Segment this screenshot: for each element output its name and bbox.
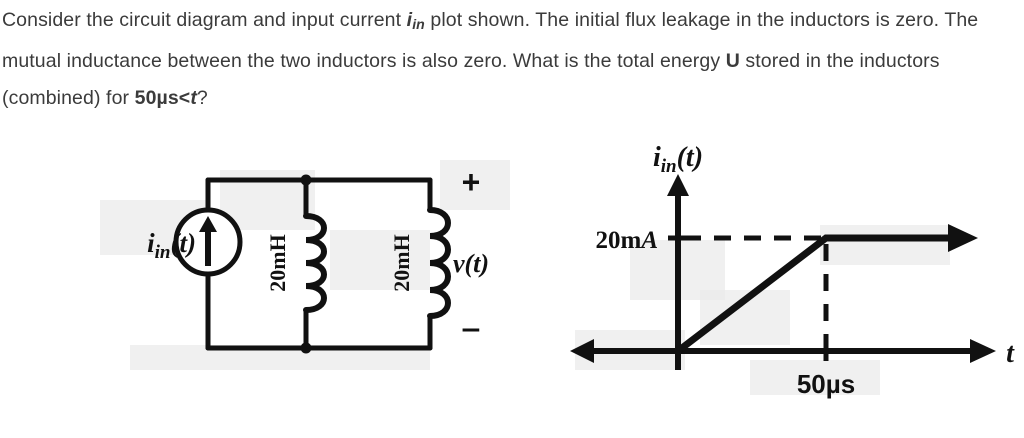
plot-y-tick-label: 20mA [595, 227, 658, 254]
plot-x-axis-label: t [1006, 338, 1015, 369]
plot-y-axis-title-tail: (t) [677, 142, 703, 173]
current-source-label-tail: (t) [171, 228, 196, 258]
plot-axes [570, 174, 996, 370]
inline-variable-iin: iin [406, 9, 425, 33]
input-current-plot-svg: iin(t) 20mA 50µs t [570, 142, 1015, 399]
circuit-diagram: iin(t) 20mH 20mH + v(t) ‒ [78, 148, 518, 378]
circuit-diagram-svg: iin(t) 20mH 20mH + v(t) ‒ [147, 164, 489, 354]
question-line-3: zero. What is the total energy U stored … [2, 50, 940, 109]
current-waveform-trace [675, 234, 952, 354]
question-line-3-part-a: zero. What is the total energy [463, 50, 726, 73]
plot-y-axis-title: iin(t) [653, 142, 703, 177]
condition-time-value: 50µs< [134, 87, 191, 110]
inductor-1-value-label: 20mH [265, 234, 290, 291]
inductor-2-coil [427, 207, 451, 319]
question-line-1-part-b: plot shown. The initial flux leakage [424, 9, 731, 31]
current-source-arrow-head [199, 216, 217, 232]
junction-dot-bottom [300, 342, 312, 354]
voltage-label: v(t) [453, 249, 489, 278]
voltage-polarity-plus: + [462, 164, 481, 200]
plot-y-axis-title-subscript: in [661, 156, 677, 177]
inductor-1-coil [303, 213, 327, 313]
current-source-label: iin(t) [147, 228, 196, 263]
question-line-1: Consider the circuit diagram and input c… [2, 9, 731, 33]
plot-x-tick-label: 50µs [797, 369, 855, 399]
question-text: Consider the circuit diagram and input c… [2, 2, 1022, 117]
voltage-polarity-minus: ‒ [462, 312, 480, 345]
plot-y-axis-title-base: i [653, 142, 661, 173]
x-axis-arrowhead-left [570, 339, 594, 363]
current-source-symbol [173, 207, 243, 277]
condition-variable-t: t [190, 87, 197, 110]
junction-dot-top [300, 174, 312, 186]
circuit-wires [205, 177, 433, 351]
inline-variable-iin-subscript: in [412, 16, 425, 33]
current-source-label-subscript: in [155, 242, 171, 263]
question-line-3-part-c: ? [196, 87, 208, 110]
x-axis-arrowhead-right [970, 339, 996, 363]
current-source-label-base: i [147, 228, 155, 258]
question-line-3-part-b: stored in the inductors (combined) for [2, 50, 940, 110]
inductor-2-value-label: 20mH [389, 234, 414, 291]
figure-area: iin(t) 20mH 20mH + v(t) ‒ [0, 130, 1024, 438]
question-line-2: in the inductors is zero. The mutual ind… [2, 9, 979, 73]
inline-variable-iin-base: i [406, 9, 413, 31]
y-axis-arrowhead [667, 174, 689, 196]
question-line-1-part-a: Consider the circuit diagram and input c… [2, 9, 407, 31]
inline-variable-energy-u: U [725, 50, 740, 73]
input-current-plot: iin(t) 20mA 50µs t [560, 138, 1020, 408]
current-waveform-arrowhead [948, 224, 978, 252]
plot-y-tick-label-unit: A [639, 227, 658, 254]
plot-y-tick-label-number: 20m [595, 227, 641, 254]
